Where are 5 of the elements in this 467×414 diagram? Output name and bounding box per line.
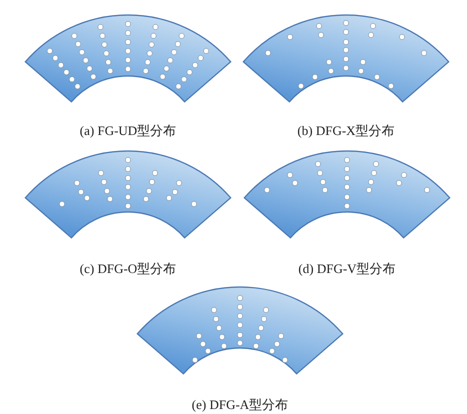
caption: (a) FG-UD型分布 (80, 123, 176, 138)
caption: (c) DFG-O型分布 (80, 261, 176, 276)
caption: (b) DFG-X型分布 (297, 123, 395, 138)
caption: (d) DFG-V型分布 (298, 261, 396, 276)
caption: (e) DFG-A型分布 (192, 397, 288, 412)
